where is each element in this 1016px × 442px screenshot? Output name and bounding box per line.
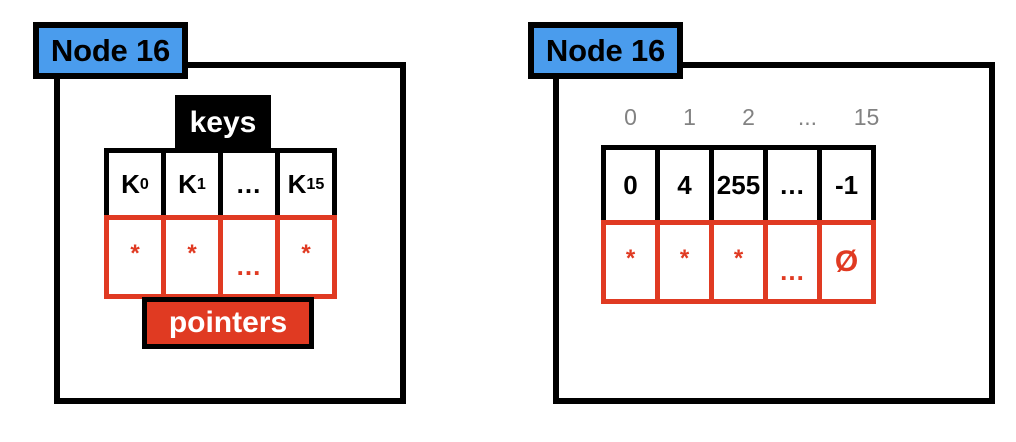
keys-label-text: keys — [189, 106, 257, 139]
key-cell-subscript: 0 — [139, 174, 149, 193]
pointer-cell[interactable]: * — [709, 220, 768, 304]
pointer-cell-label: * — [301, 240, 311, 268]
pointers-row-symbolic: * * ... * — [104, 215, 337, 299]
pointers-label-tag: pointers — [142, 297, 314, 349]
key-cell-label: ... — [780, 169, 805, 200]
pointer-cell[interactable]: * — [275, 215, 337, 299]
pointer-cell[interactable]: * — [601, 220, 660, 304]
pointer-cell-label: * — [187, 240, 197, 268]
pointer-cell-label: * — [625, 245, 636, 273]
node-badge-label: Node 16 — [50, 32, 171, 68]
index-label: 1 — [683, 104, 696, 130]
key-cell-label: ... — [236, 168, 262, 199]
node-badge-symbolic: Node 16 — [33, 22, 188, 79]
keys-label-tag: keys — [175, 95, 271, 151]
key-cell-label: K — [287, 168, 307, 199]
key-cell-label: 4 — [677, 169, 692, 200]
key-cell-label: 0 — [623, 169, 638, 200]
null-pointer-icon: Ø — [834, 245, 859, 278]
index-label-ellipsis: ... — [797, 104, 818, 130]
node-badge-concrete: Node 16 — [528, 22, 683, 79]
key-cell-subscript: 1 — [196, 174, 206, 193]
node-badge-label: Node 16 — [545, 32, 666, 68]
key-cell[interactable]: 255 — [709, 145, 768, 225]
index-header-row: 0 1 2 ... 15 — [601, 104, 896, 131]
keys-row-concrete: 0 4 255 ... -1 — [601, 145, 876, 225]
index-label: 0 — [624, 104, 637, 130]
key-cell-subscript: 15 — [306, 174, 325, 193]
key-cell-ellipsis: ... — [218, 148, 280, 220]
pointers-row-concrete: * * * ... Ø — [601, 220, 876, 304]
pointer-cell-label: ... — [236, 250, 262, 281]
key-cell-label: 255 — [716, 169, 761, 200]
pointer-cell-ellipsis: ... — [218, 215, 280, 299]
key-cell[interactable]: 0 — [601, 145, 660, 225]
pointer-cell-label: * — [130, 240, 140, 268]
pointer-cell-ellipsis: ... — [763, 220, 822, 304]
key-cell-label: K — [178, 168, 197, 199]
pointer-cell-label: ... — [780, 255, 805, 286]
key-cell[interactable]: 4 — [655, 145, 714, 225]
index-label: 2 — [742, 104, 755, 130]
key-cell-ellipsis: ... — [763, 145, 822, 225]
key-cell-label: K — [121, 168, 140, 199]
index-label: 15 — [853, 104, 880, 130]
key-cell[interactable]: -1 — [817, 145, 876, 225]
pointer-cell[interactable]: * — [161, 215, 223, 299]
pointer-cell-null[interactable]: Ø — [817, 220, 876, 304]
key-cell-label: -1 — [834, 169, 859, 200]
pointer-cell[interactable]: * — [655, 220, 714, 304]
pointer-cell[interactable]: * — [104, 215, 166, 299]
pointer-cell-label: * — [733, 245, 744, 273]
pointer-cell-label: * — [679, 245, 690, 273]
pointers-label-text: pointers — [168, 306, 288, 339]
